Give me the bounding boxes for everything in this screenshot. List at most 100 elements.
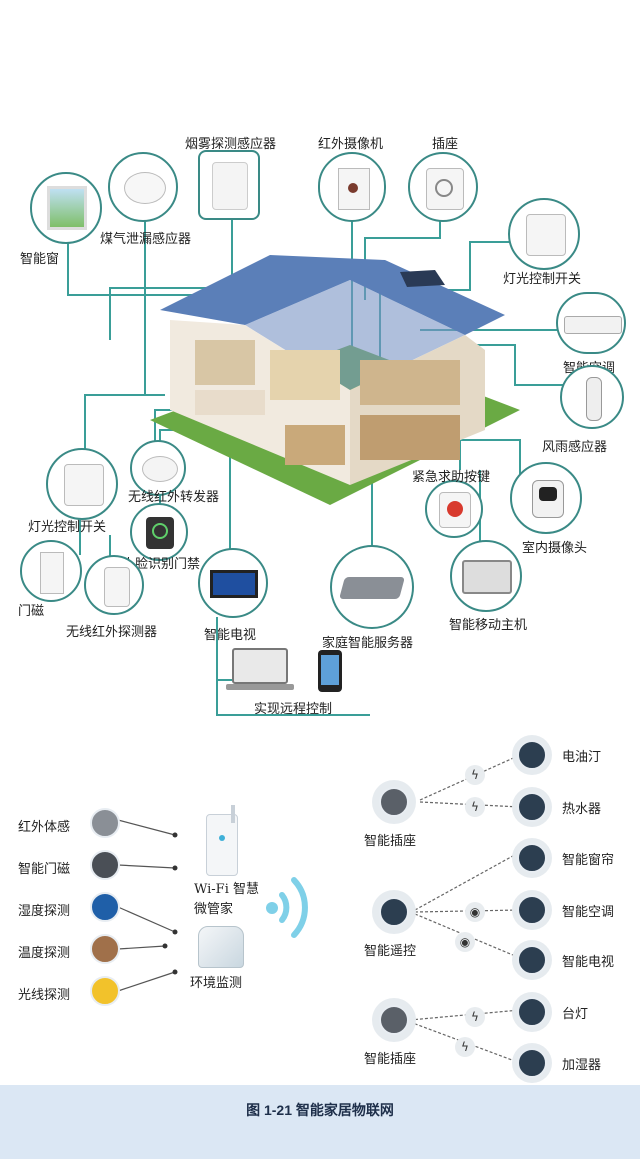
controller-remote bbox=[372, 890, 416, 934]
power-bolt-icon: ϟ bbox=[455, 1037, 475, 1057]
thermometer-icon bbox=[90, 934, 120, 964]
smart-window-label: 智能窗 bbox=[20, 252, 60, 267]
light-switch-icon bbox=[526, 214, 566, 256]
laptop-icon bbox=[232, 648, 288, 684]
ir-camera-label: 红外摄像机 bbox=[318, 137, 384, 152]
socket-node bbox=[408, 152, 478, 222]
appliance-tv bbox=[512, 940, 552, 980]
lamp-icon bbox=[517, 997, 547, 1027]
sensor-item-temperature: 温度探测 bbox=[18, 934, 128, 966]
appliance-label: 热水器 bbox=[562, 802, 602, 817]
oil-heater-icon bbox=[517, 740, 547, 770]
smart-window-node bbox=[30, 172, 102, 244]
curtain-icon bbox=[517, 843, 547, 873]
door-magnet-node bbox=[20, 540, 82, 602]
appliance-label: 电油汀 bbox=[562, 750, 602, 765]
sensor-label: 红外体感 bbox=[18, 820, 71, 835]
window-icon bbox=[47, 186, 87, 230]
face-door-node bbox=[130, 503, 188, 561]
hub-subtitle: 微管家 bbox=[194, 902, 234, 917]
smart-house-illustration bbox=[150, 255, 520, 505]
sensor-item-light: 光线探测 bbox=[18, 976, 128, 1008]
smoke-detector-label: 烟雾探测感应器 bbox=[185, 137, 277, 152]
appliance-label: 台灯 bbox=[562, 1007, 589, 1022]
emergency-button-node bbox=[425, 480, 483, 538]
appliance-humidifier bbox=[512, 1043, 552, 1083]
sensor-item-infrared: 红外体感 bbox=[18, 808, 128, 840]
light-switch-icon bbox=[64, 464, 104, 506]
mobile-host-label: 智能移动主机 bbox=[449, 618, 528, 633]
sensor-label: 湿度探测 bbox=[18, 904, 71, 919]
ir-transponder-label: 无线红外转发器 bbox=[128, 490, 220, 505]
gas-sensor-icon bbox=[124, 172, 166, 204]
server-icon bbox=[339, 577, 405, 599]
wireless-ir-node bbox=[84, 555, 144, 615]
tv-icon bbox=[210, 570, 258, 598]
remote-control-label: 实现远程控制 bbox=[254, 702, 333, 717]
wind-rain-label: 风雨感应器 bbox=[542, 440, 608, 455]
appliance-ac bbox=[512, 890, 552, 930]
ir-camera-icon bbox=[338, 168, 370, 210]
ac-icon bbox=[517, 895, 547, 925]
mobile-host-node bbox=[450, 540, 522, 612]
humidity-drop-icon bbox=[90, 892, 120, 922]
figure-caption: 图 1-21 智能家居物联网 bbox=[246, 1102, 394, 1118]
power-bolt-icon: ϟ bbox=[465, 765, 485, 785]
gas-sensor-node bbox=[108, 152, 178, 222]
door-magnet-icon bbox=[90, 850, 120, 880]
power-bolt-icon: ϟ bbox=[465, 797, 485, 817]
appliance-label: 智能窗帘 bbox=[562, 853, 615, 868]
ir-transponder-node bbox=[130, 440, 186, 496]
face-door-label: 人脸识别门禁 bbox=[122, 557, 201, 572]
controller-label: 智能遥控 bbox=[364, 944, 417, 959]
ir-camera-node bbox=[318, 152, 386, 222]
sensor-label: 智能门磁 bbox=[18, 862, 71, 877]
light-switch-top-node bbox=[508, 198, 580, 270]
light-switch-top-label: 灯光控制开关 bbox=[503, 272, 582, 287]
sensor-item-door-magnet: 智能门磁 bbox=[18, 850, 128, 882]
humidifier-icon bbox=[517, 1048, 547, 1078]
socket-icon bbox=[379, 1005, 409, 1035]
appliance-water-heater bbox=[512, 787, 552, 827]
appliance-label: 智能空调 bbox=[562, 905, 615, 920]
appliance-oil-heater bbox=[512, 735, 552, 775]
wifi-hub-device-icon bbox=[206, 805, 238, 876]
appliance-label: 加湿器 bbox=[562, 1058, 602, 1073]
tv-icon bbox=[517, 945, 547, 975]
power-bolt-icon: ϟ bbox=[465, 1007, 485, 1027]
smoke-detector-icon bbox=[212, 162, 248, 210]
smoke-detector-node bbox=[198, 150, 260, 220]
socket-icon bbox=[379, 787, 409, 817]
controller-socket-1 bbox=[372, 780, 416, 824]
sensor-label: 光线探测 bbox=[18, 988, 71, 1003]
gas-sensor-label: 煤气泄漏感应器 bbox=[100, 232, 192, 247]
ir-transponder-icon bbox=[142, 456, 178, 482]
remote-icon bbox=[379, 897, 409, 927]
emergency-button-label: 紧急求助按键 bbox=[412, 470, 491, 485]
tablet-icon bbox=[462, 560, 512, 594]
wireless-ir-label: 无线红外探测器 bbox=[66, 625, 158, 640]
water-heater-icon bbox=[517, 792, 547, 822]
air-conditioner-icon bbox=[564, 316, 622, 334]
controller-label: 智能插座 bbox=[364, 1052, 417, 1067]
home-server-label: 家庭智能服务器 bbox=[322, 636, 414, 651]
indoor-camera-icon bbox=[532, 480, 564, 518]
controller-socket-2 bbox=[372, 998, 416, 1042]
hub-connection-lines bbox=[117, 754, 521, 1064]
socket-icon bbox=[426, 168, 464, 210]
wind-rain-sensor-icon bbox=[586, 377, 602, 421]
sensor-item-humidity: 湿度探测 bbox=[18, 892, 128, 924]
smart-ac-node bbox=[556, 292, 626, 354]
controller-label: 智能插座 bbox=[364, 834, 417, 849]
emergency-button-icon bbox=[439, 492, 471, 528]
sensor-label: 温度探测 bbox=[18, 946, 71, 961]
light-switch-left-node bbox=[46, 448, 118, 520]
infrared-body-icon bbox=[90, 808, 120, 838]
socket-label: 插座 bbox=[432, 137, 459, 152]
appliance-lamp bbox=[512, 992, 552, 1032]
smart-tv-label: 智能电视 bbox=[204, 628, 257, 643]
caption-band bbox=[0, 1085, 640, 1159]
door-magnet-icon bbox=[40, 552, 64, 594]
environment-monitor-label: 环境监测 bbox=[190, 976, 243, 991]
face-recognition-icon bbox=[146, 517, 174, 549]
